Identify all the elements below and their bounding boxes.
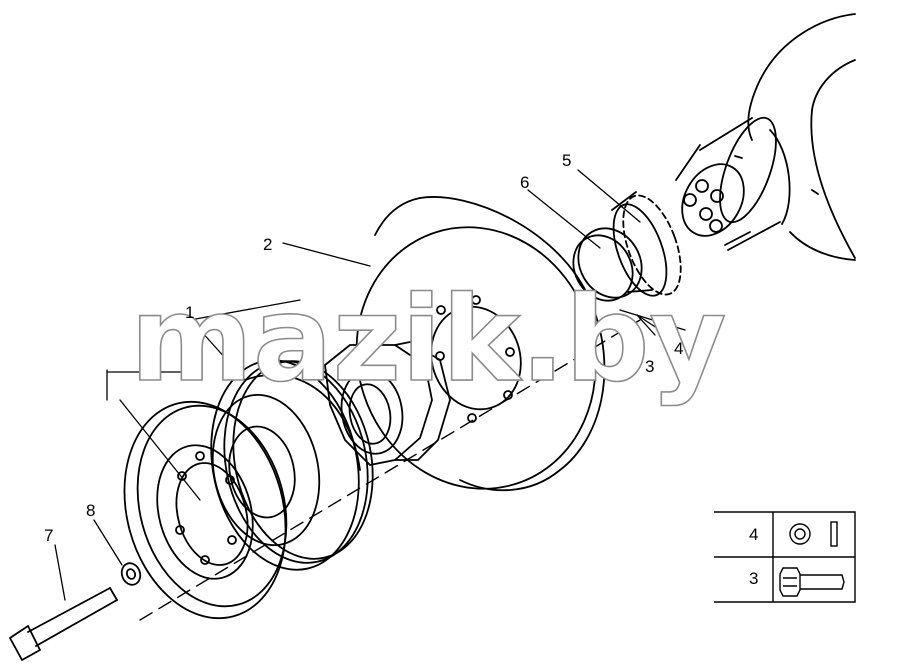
callout-8: 8: [86, 501, 95, 520]
hub-adapter: [324, 341, 451, 466]
washer-icon: [789, 521, 838, 547]
callout-4: 4: [674, 339, 683, 358]
damper-disc: [355, 196, 606, 492]
bolt: [9, 587, 118, 661]
crankshaft: [675, 13, 856, 261]
legend-number-4: 4: [749, 525, 758, 544]
watermark-text: mazik.by: [130, 270, 726, 408]
callout-6: 6: [520, 173, 529, 192]
legend-number-3: 3: [749, 569, 758, 588]
callout-7: 7: [44, 526, 53, 545]
leader-lines: [54, 169, 686, 601]
bolt-icon: [779, 567, 845, 597]
callout-5: 5: [562, 151, 571, 170]
callout-3: 3: [645, 357, 654, 376]
callout-1: 1: [185, 303, 194, 322]
callout-2: 2: [263, 235, 272, 254]
legend-table: [714, 511, 856, 603]
assembly-axis: [139, 319, 641, 621]
front-pulley: [123, 400, 288, 620]
washer: [120, 562, 142, 586]
o-ring: [572, 227, 643, 302]
